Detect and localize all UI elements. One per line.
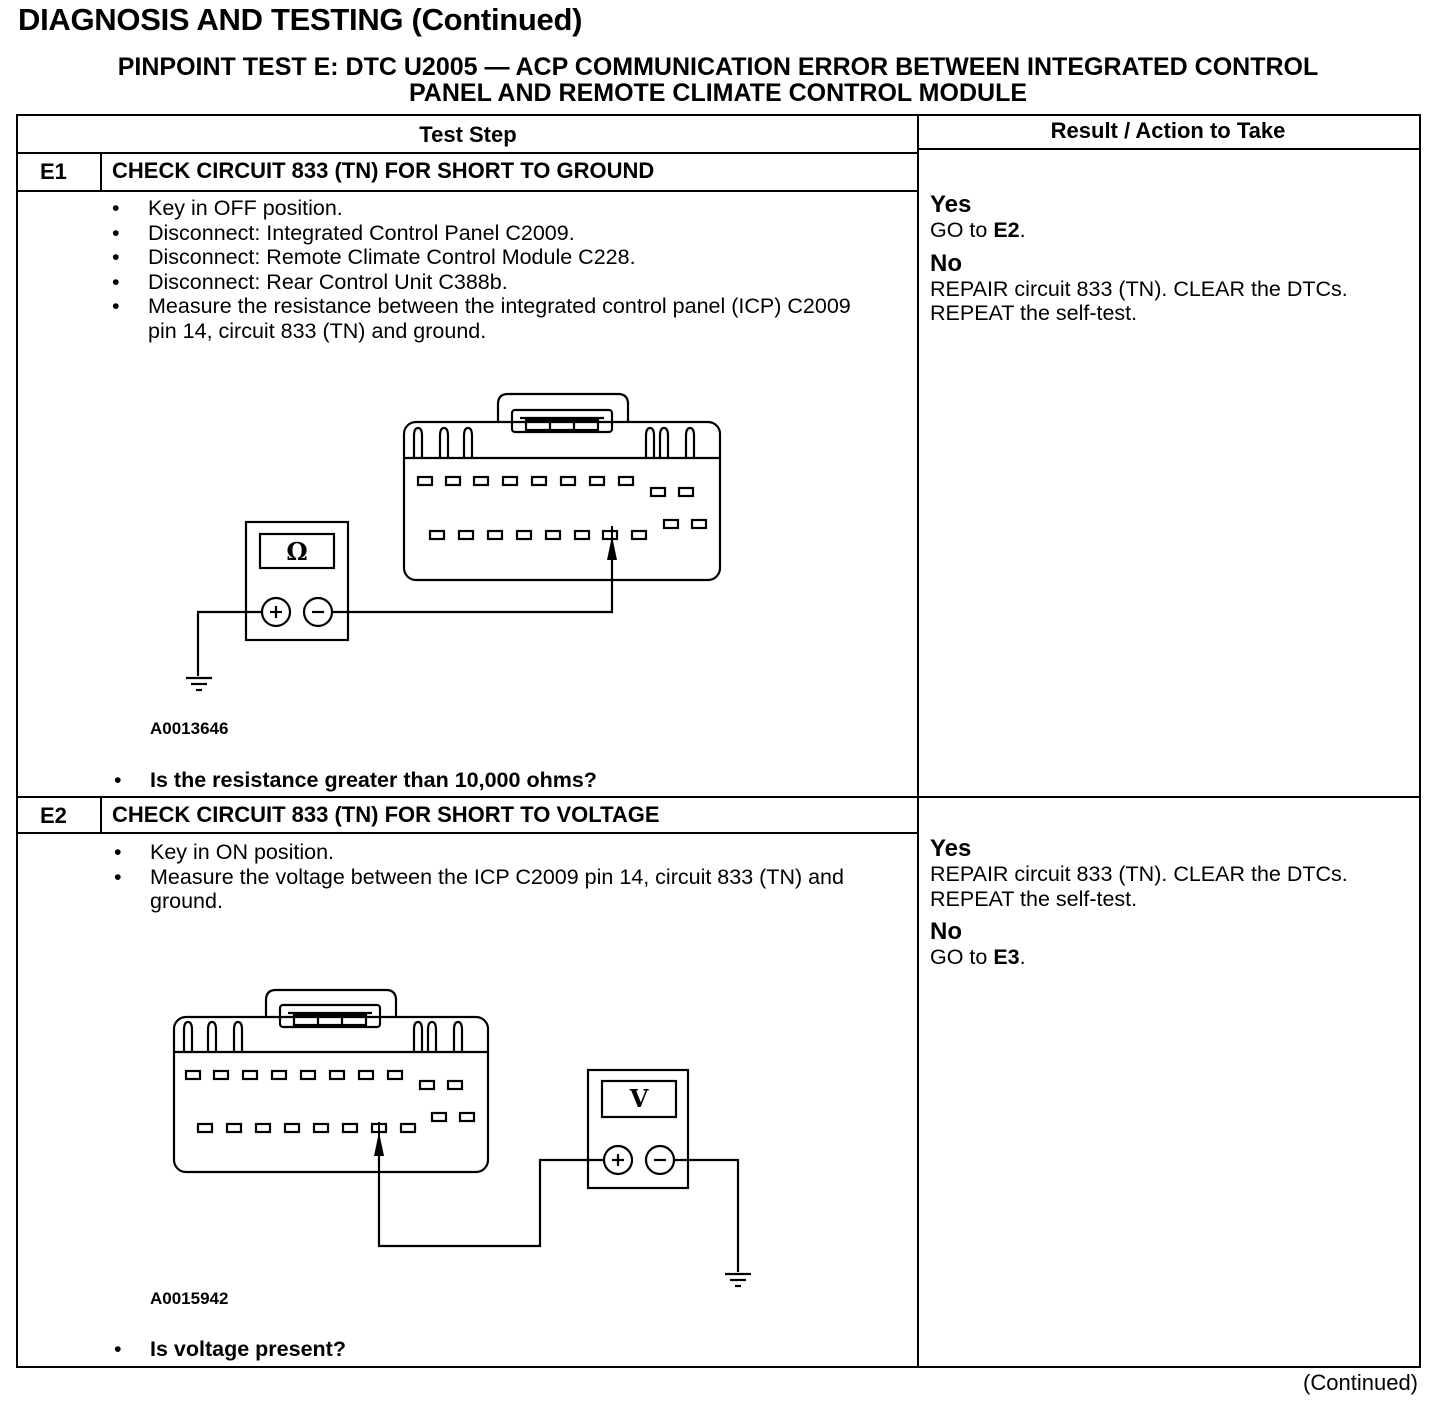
e1-no-label: No <box>930 249 962 277</box>
e2-result: Yes REPAIR circuit 833 (TN). CLEAR the D… <box>930 836 1400 970</box>
e1-no-action: REPAIR circuit 833 (TN). CLEAR the DTCs.… <box>930 276 1348 326</box>
table-border-top <box>16 114 1420 116</box>
connector-body <box>172 1015 490 1174</box>
list-item: Measure the voltage between the ICP C200… <box>114 865 884 914</box>
column-header-result: Result / Action to Take <box>1050 118 1286 143</box>
step-title-e1: CHECK CIRCUIT 833 (TN) FOR SHORT TO GROU… <box>112 158 655 183</box>
voltmeter <box>586 1068 690 1190</box>
list-item: Key in ON position. <box>114 840 884 865</box>
list-item: Measure the resistance between the integ… <box>112 294 872 343</box>
table-border-right <box>1419 114 1421 1368</box>
e1-id-divider <box>100 152 102 190</box>
e2-no-label: No <box>930 918 962 945</box>
header-divider-right <box>918 148 1420 150</box>
table-border-bottom <box>16 1366 1420 1368</box>
step-e2-question: Is voltage present? <box>114 1337 346 1362</box>
e1-title-divider <box>16 190 918 192</box>
ohmmeter <box>244 520 350 642</box>
step-e2-instructions: Key in ON position. Measure the voltage … <box>114 840 884 914</box>
e2-no-action: GO to E3. <box>930 945 1400 970</box>
e1-yes-step-ref: E2 <box>993 218 1020 242</box>
step-title-e2: CHECK CIRCUIT 833 (TN) FOR SHORT TO VOLT… <box>112 802 660 827</box>
figure-id-e1: A0013646 <box>150 719 229 738</box>
volt-symbol: V <box>629 1084 649 1113</box>
e2-no-text: GO to <box>930 945 994 969</box>
step-e1-question: Is the resistance greater than 10,000 oh… <box>114 768 597 793</box>
ohm-symbol: Ω <box>286 537 308 566</box>
continued-note: (Continued) <box>1303 1370 1418 1395</box>
connector-body <box>402 420 722 582</box>
e1-yes-text-end: . <box>1019 218 1026 242</box>
pinpoint-test-title-line2: PANEL AND REMOTE CLIMATE CONTROL MODULE <box>408 79 1028 107</box>
list-item: Key in OFF position. <box>112 196 872 221</box>
page-header: DIAGNOSIS AND TESTING (Continued) <box>18 2 583 37</box>
e1-yes-label: Yes <box>930 191 972 218</box>
figure-id-e2: A0015942 <box>150 1289 229 1308</box>
step-id-e1: E1 <box>40 159 67 184</box>
pinpoint-test-title: PINPOINT TEST E: DTC U2005 — ACP COMMUNI… <box>117 53 1319 81</box>
header-divider-left <box>16 152 918 154</box>
step-id-e2: E2 <box>40 803 67 828</box>
e2-title-divider <box>16 832 918 834</box>
e1-yes-action: GO to E2. <box>930 218 1400 243</box>
list-item: Disconnect: Remote Climate Control Modul… <box>112 245 872 270</box>
e2-yes-label: Yes <box>930 835 972 862</box>
e1-yes-text: GO to <box>930 218 994 242</box>
step-e1-instructions: Key in OFF position. Disconnect: Integra… <box>112 196 872 343</box>
list-item: Disconnect: Integrated Control Panel C20… <box>112 221 872 246</box>
step-divider <box>16 796 1420 798</box>
e2-yes-action: REPAIR circuit 833 (TN). CLEAR the DTCs.… <box>930 862 1348 911</box>
column-header-test-step: Test Step <box>419 122 517 147</box>
e2-no-text-end: . <box>1019 945 1026 969</box>
table-border-left <box>16 114 18 1368</box>
e2-no-step-ref: E3 <box>993 945 1020 969</box>
column-divider <box>917 114 919 1368</box>
e2-id-divider <box>100 796 102 832</box>
list-item: Disconnect: Rear Control Unit C388b. <box>112 270 872 295</box>
e1-result: Yes GO to E2. No REPAIR circuit 833 (TN)… <box>930 192 1400 326</box>
